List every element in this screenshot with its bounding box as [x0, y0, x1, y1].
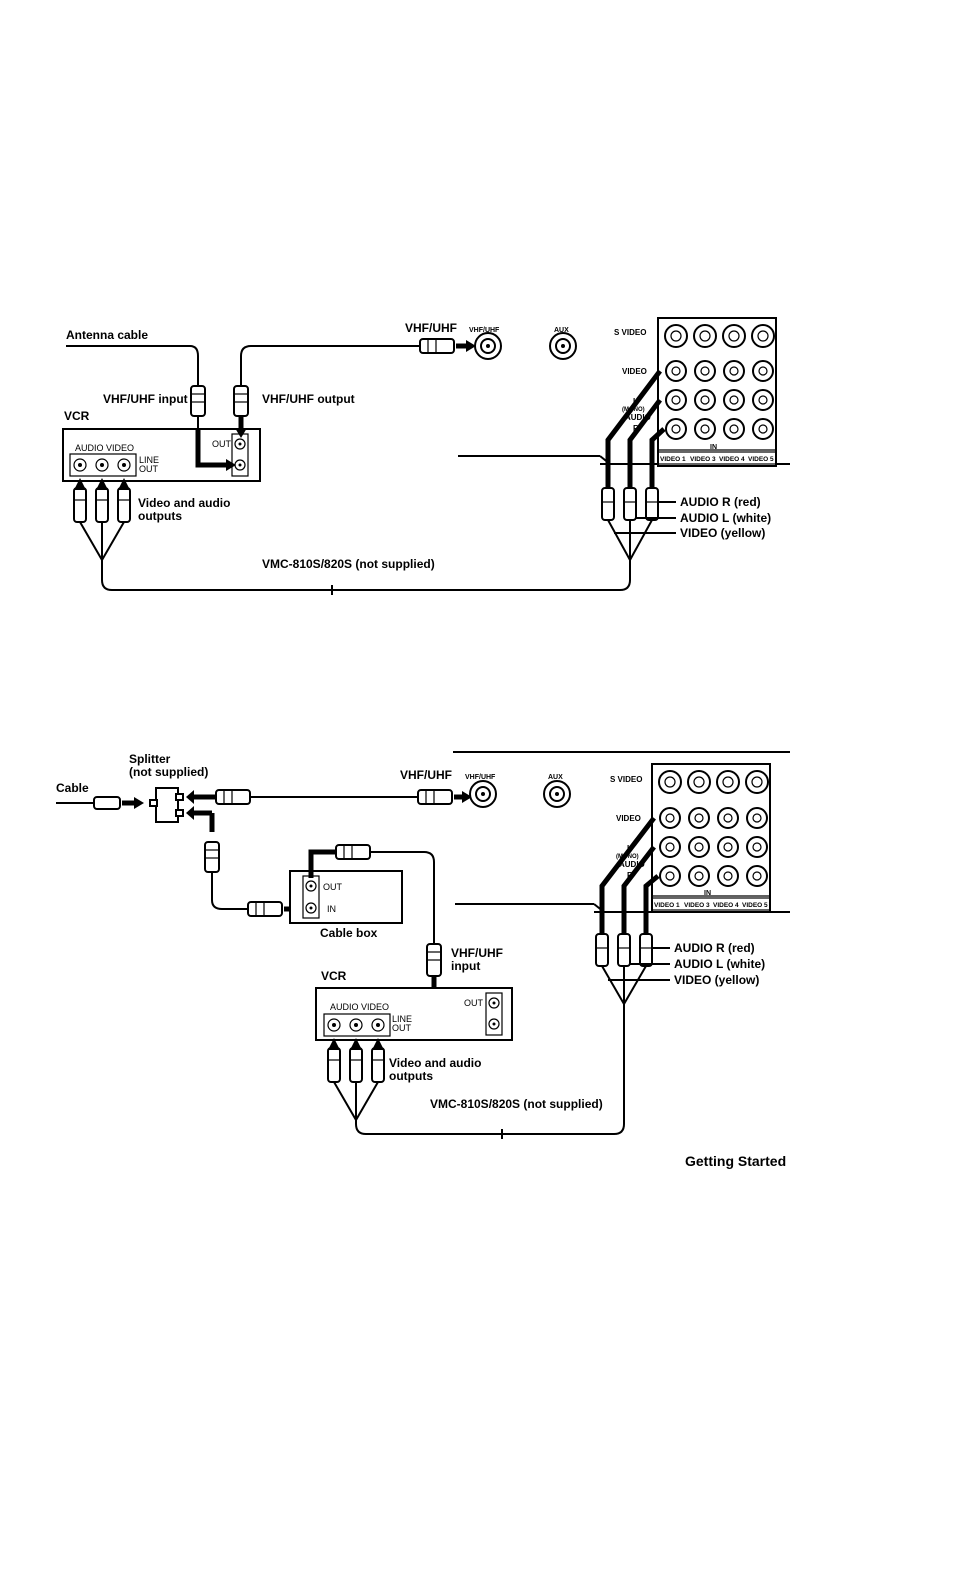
vcr-label: VCR [321, 969, 347, 983]
mono-label: (MONO) [616, 854, 639, 860]
vcr-audio-video-label: AUDIO VIDEO [75, 443, 134, 453]
vcr-box [62, 428, 261, 482]
vcr-rf-out-label: OUT [464, 998, 484, 1008]
antenna-cable-label: Antenna cable [66, 328, 148, 342]
diagram-cable-box: Splitter (not supplied) Cable VHF/UHF VH… [56, 751, 790, 1139]
splitter-label: Splitter [129, 752, 171, 766]
vcr-audio-video-label: AUDIO VIDEO [330, 1002, 389, 1012]
video-label: VIDEO [622, 367, 647, 376]
section-footer: Getting Started [685, 1153, 786, 1169]
cable-model-label: VMC-810S/820S (not supplied) [430, 1097, 603, 1111]
audio-r-out-jack-icon [349, 1018, 363, 1032]
cable-box-label: Cable box [320, 926, 378, 940]
vcr-rca-plugs [73, 478, 131, 523]
video-audio-outputs-label-1: Video and audio [389, 1056, 481, 1070]
input-video3: VIDEO 3 [684, 902, 710, 909]
tv-jack-grid [664, 324, 775, 440]
audio-label: AUDIO [625, 413, 651, 422]
audio-l-white-label: AUDIO L (white) [674, 957, 765, 971]
cable-box-out-jack-icon [305, 880, 317, 892]
aux-label: AUX [548, 774, 563, 781]
vhf-uhf-input-label: VHF/UHF input [103, 392, 188, 406]
input-video5: VIDEO 5 [742, 902, 768, 909]
vcr-rf-in-jack-icon [488, 1018, 500, 1030]
vcr-rf-out-label: OUT [212, 439, 232, 449]
tv-rca-plugs [595, 933, 653, 967]
cable-box [289, 870, 403, 924]
incoming-plug-icon [93, 796, 121, 810]
audio-l-white-label: AUDIO L (white) [680, 511, 771, 525]
line-out-label: OUT [139, 464, 159, 474]
vhf-output-connector-icon [233, 385, 249, 417]
cable-label: Cable [56, 781, 89, 795]
vhf-uhf-jack-label: VHF/UHF [465, 774, 496, 781]
splitter-to-box-cable [211, 872, 248, 910]
line-label: LINE [139, 455, 159, 465]
video-yellow-label: VIDEO (yellow) [674, 973, 759, 987]
diagram-antenna-vcr: Antenna cable VHF/UHF input VHF/UHF outp… [62, 317, 790, 595]
av-cable [79, 519, 653, 591]
tv-rca-plugs [601, 487, 659, 521]
audio-label: AUDIO [619, 860, 645, 869]
vhf-uhf-input-label-1: VHF/UHF [451, 946, 503, 960]
vcr-rf-out-jack-icon [488, 997, 500, 1009]
in-label: IN [710, 444, 717, 451]
vhf-uhf-label: VHF/UHF [400, 768, 452, 782]
splitter-not-supplied-label: (not supplied) [129, 765, 208, 779]
vhf-uhf-label: VHF/UHF [405, 321, 457, 335]
video-audio-outputs-label-1: Video and audio [138, 496, 230, 510]
output-cable [240, 345, 420, 385]
vcr-rf-out-jack-icon [234, 438, 246, 450]
audio-r-red-label: AUDIO R (red) [674, 941, 755, 955]
audio-r-red-label: AUDIO R (red) [680, 495, 761, 509]
input-video4: VIDEO 4 [719, 456, 745, 463]
s-video-label: S VIDEO [614, 328, 646, 337]
audio-l-out-jack-icon [73, 458, 87, 472]
line-out-label: OUT [392, 1023, 412, 1033]
cable-box-in-label: IN [327, 904, 336, 914]
vhf-uhf-jack-label: VHF/UHF [469, 327, 500, 334]
cable-box-in-jack-icon [305, 902, 317, 914]
in-label: IN [704, 890, 711, 897]
vcr-label: VCR [64, 409, 90, 423]
video-yellow-label: VIDEO (yellow) [680, 526, 765, 540]
vhf-uhf-output-label: VHF/UHF output [262, 392, 355, 406]
vhf-uhf-input-label-2: input [451, 959, 480, 973]
tv-rf-plug-icon [419, 338, 455, 354]
s-video-label: S VIDEO [610, 775, 642, 784]
video-label: VIDEO [616, 814, 641, 823]
video-audio-outputs-label-2: outputs [389, 1069, 433, 1083]
video-out-jack-icon [117, 458, 131, 472]
input-video1: VIDEO 1 [660, 456, 686, 463]
video-out-jack-icon [371, 1018, 385, 1032]
line-label: LINE [392, 1014, 412, 1024]
box-to-vcr-cable [370, 851, 435, 944]
input-video4: VIDEO 4 [713, 902, 739, 909]
video-audio-outputs-label-2: outputs [138, 509, 182, 523]
input-video3: VIDEO 3 [690, 456, 716, 463]
input-video5: VIDEO 5 [748, 456, 774, 463]
aux-label: AUX [554, 327, 569, 334]
vcr-rca-plugs [327, 1038, 385, 1083]
arrow-icon [466, 340, 476, 352]
input-video1: VIDEO 1 [654, 902, 680, 909]
audio-l-out-jack-icon [327, 1018, 341, 1032]
av-cable [333, 965, 647, 1135]
antenna-cable [66, 345, 199, 385]
vhf-input-connector-icon [190, 385, 206, 417]
cable-model-label: VMC-810S/820S (not supplied) [262, 557, 435, 571]
audio-r-out-jack-icon [95, 458, 109, 472]
tv-jack-grid [658, 770, 769, 887]
splitter-icon [155, 787, 179, 823]
cable-box-out-label: OUT [323, 882, 343, 892]
